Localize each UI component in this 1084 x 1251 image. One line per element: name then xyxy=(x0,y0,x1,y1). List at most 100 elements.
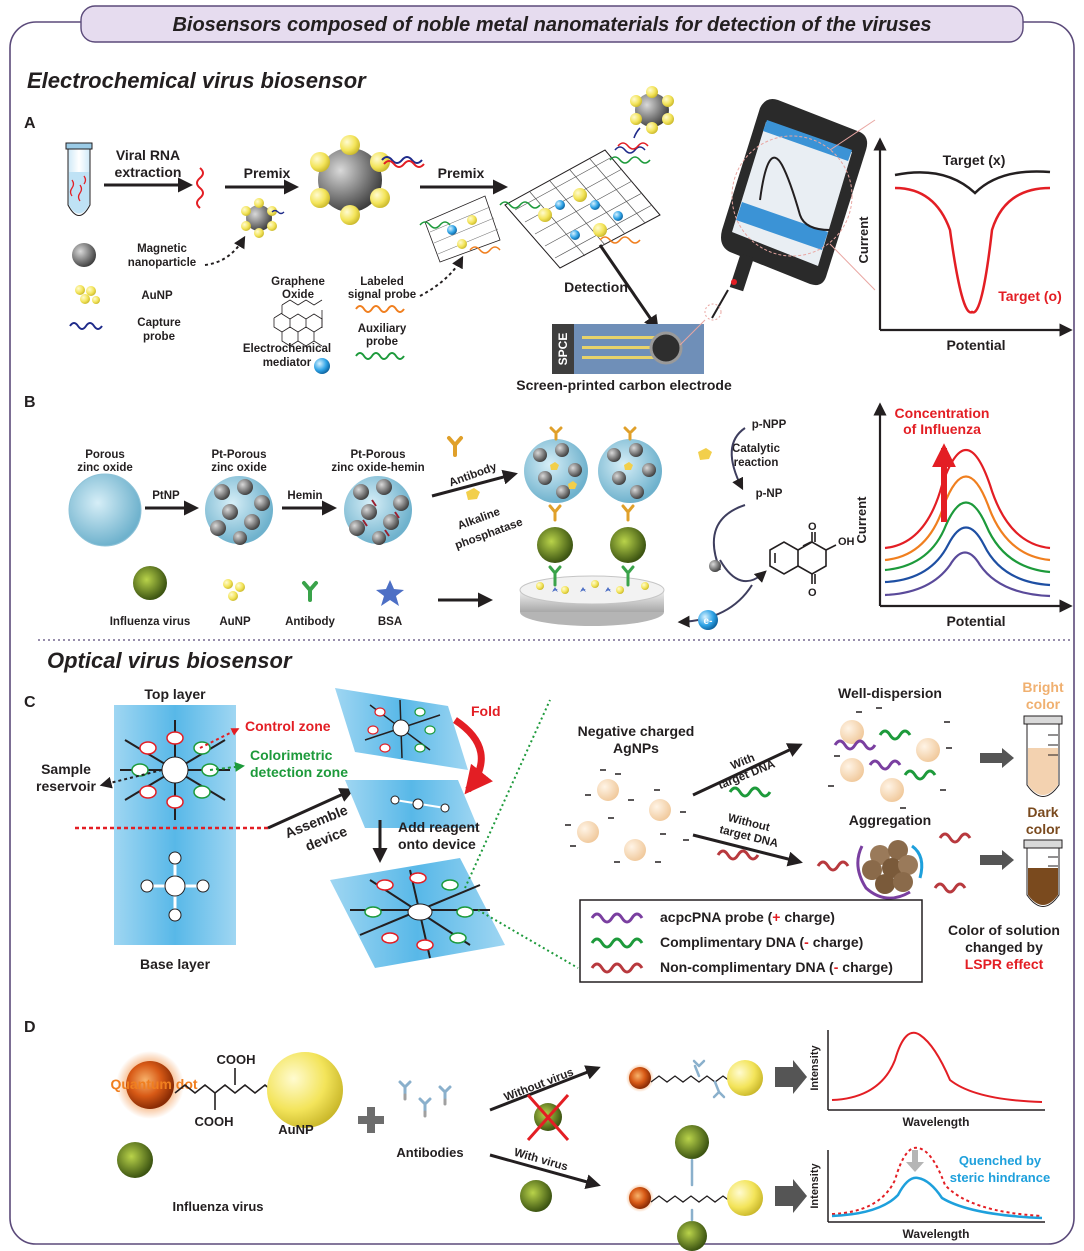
arrow-detection xyxy=(598,244,659,331)
graph-a-target-o: Target (o) xyxy=(998,288,1062,304)
graph-b-curve-2 xyxy=(884,526,1051,587)
red-cross xyxy=(526,1094,570,1141)
naphthoquinone-structure xyxy=(769,532,837,584)
graph-d1-xlabel: Wavelength xyxy=(903,1115,970,1129)
fold-label: Fold xyxy=(471,703,501,719)
antibodies-label: Antibodies xyxy=(396,1145,463,1160)
graph-a-xlabel: Potential xyxy=(946,337,1005,353)
paper-device-flat xyxy=(75,705,270,945)
catalytic-arc-3 xyxy=(719,559,767,583)
control-zone-label: Control zone xyxy=(245,718,331,734)
legend-noncomp-sign: - xyxy=(834,959,839,975)
legend-pna-icon xyxy=(590,912,644,924)
graph-b xyxy=(873,402,1073,613)
pnpp-label: p-NPP xyxy=(752,419,787,431)
aunp-d xyxy=(267,1052,343,1128)
add-reagent-label-2: onto device xyxy=(398,836,476,852)
pt-hemin-label-2: zinc oxide-hemin xyxy=(331,462,424,474)
graph-d1-curve xyxy=(831,1031,1043,1103)
graph-b-conc-2: of Influenza xyxy=(903,421,981,437)
gray-arrow-d2 xyxy=(775,1186,793,1206)
pnp-label: p-NP xyxy=(756,488,783,500)
aunp-d-label: AuNP xyxy=(278,1122,314,1137)
legend-antibody-icon xyxy=(302,581,318,602)
mediator-icon xyxy=(314,358,330,374)
panel-d-letter: D xyxy=(24,1019,36,1036)
zoom-dotted-2 xyxy=(464,699,551,889)
bright-color-2: color xyxy=(1026,696,1061,712)
title-box xyxy=(80,5,1024,43)
well-dispersion-label: Well-dispersion xyxy=(838,685,942,701)
auxiliary-probe-1: Auxiliary xyxy=(358,323,407,335)
graph-a xyxy=(873,137,1073,337)
sample-label-2: reservoir xyxy=(36,778,96,794)
cooh-top: COOH xyxy=(217,1052,256,1067)
graph-a-ylabel: Current xyxy=(856,216,871,264)
pt-porous-label-2: zinc oxide xyxy=(211,462,267,474)
graph-d2-curve-quenched xyxy=(831,1176,1043,1220)
legend-capture-2: probe xyxy=(143,331,175,343)
legend-pna-end: charge) xyxy=(780,909,834,925)
antibody-icon-arrow xyxy=(447,436,463,457)
viral-rna-label-1: Viral RNA xyxy=(116,147,180,163)
dark-color-2: color xyxy=(1026,821,1061,837)
sample-tube xyxy=(65,142,93,216)
pt-hemin-particle xyxy=(344,476,412,545)
tube-bright xyxy=(1023,715,1063,797)
auxiliary-probe-icon xyxy=(355,352,405,360)
graph-d2-curve-original xyxy=(831,1146,1043,1217)
legend-magnetic-1: Magnetic xyxy=(137,243,187,255)
arrow-without-virus xyxy=(489,1065,601,1112)
spce-electrode xyxy=(552,324,704,374)
gray-arrowhead-d2 xyxy=(793,1179,807,1213)
complex-without-virus xyxy=(626,1059,763,1099)
catalytic-label-1: Catalytic xyxy=(732,443,781,455)
gray-arrowhead-bright xyxy=(1002,748,1014,768)
arrow-with-virus xyxy=(489,1153,601,1190)
zoom-line-1 xyxy=(829,119,876,151)
pt-porous-zno-particle xyxy=(205,476,273,545)
labeled-probe-1: Labeled xyxy=(360,276,403,288)
graph-d1 xyxy=(827,1030,1045,1111)
color-change-1: Color of solution xyxy=(948,922,1060,938)
aggregation-label: Aggregation xyxy=(849,812,931,828)
graphene-hybrid xyxy=(499,142,661,269)
arrow-control-zone xyxy=(199,728,240,749)
gray-arrowhead-d1 xyxy=(793,1060,807,1094)
graph-a-target-x-curve xyxy=(894,170,1051,195)
influenza-d-icon xyxy=(117,1142,153,1178)
nq-oh: OH xyxy=(838,536,855,548)
electron-dot xyxy=(698,610,718,630)
arrow-sample-reservoir xyxy=(99,769,163,789)
quenched-label-2: steric hindrance xyxy=(950,1170,1050,1185)
legend-bsa-icon xyxy=(376,580,404,606)
porous-label-2: zinc oxide xyxy=(77,462,133,474)
section-electrochemical: Electrochemical virus biosensor xyxy=(27,68,367,93)
aggregated-particles xyxy=(816,832,972,900)
catalytic-arc-1 xyxy=(730,427,746,491)
virus-free-d xyxy=(520,1180,552,1212)
premix-label-1: Premix xyxy=(244,165,291,181)
graph-b-xlabel: Potential xyxy=(946,613,1005,629)
ptnp-label: PtNP xyxy=(152,490,180,502)
spce-caption: Screen-printed carbon electrode xyxy=(516,377,732,393)
arrow-without-target xyxy=(692,833,803,867)
paper-device-folding xyxy=(335,688,478,828)
magnetic-aunp-complex-large xyxy=(310,135,425,225)
graph-b-curve-3 xyxy=(884,501,1051,574)
legend-noncomp-main: Non-complimentary DNA ( xyxy=(660,959,834,975)
nq-o-top: O xyxy=(808,521,817,533)
zoom-dotted-1 xyxy=(477,909,579,969)
plus-sign xyxy=(358,1107,384,1133)
legend-noncomp-end: charge) xyxy=(838,959,892,975)
legend-antibody: Antibody xyxy=(285,616,335,628)
graph-a-target-x: Target (x) xyxy=(943,152,1006,168)
gray-arrow-d1 xyxy=(775,1067,793,1087)
legend-bsa: BSA xyxy=(378,616,402,628)
antibodies-icon xyxy=(398,1080,452,1118)
arrow-antibody xyxy=(431,469,518,498)
catalytic-arc-2 xyxy=(712,504,746,571)
legend-comp-sign: - xyxy=(804,934,809,950)
spce-label: SPCE xyxy=(556,333,570,366)
